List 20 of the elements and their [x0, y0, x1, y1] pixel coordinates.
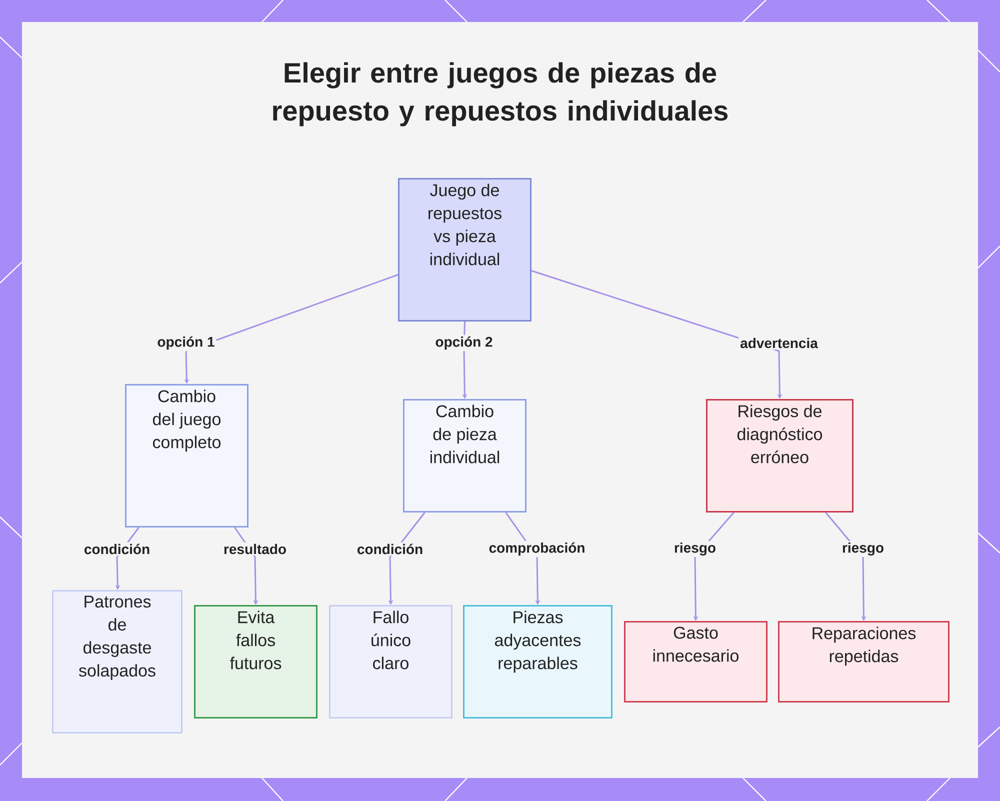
process-box: Riesgos de diagnóstico erróneo [706, 399, 854, 512]
edge-label: condición [82, 542, 152, 556]
process-box: Evita fallos futuros [194, 605, 318, 718]
process-box: Fallo único claro [329, 605, 452, 718]
edge-label: resultado [222, 542, 288, 556]
process-box: Reparaciones repetidas [778, 621, 950, 702]
process-box: Patrones de desgaste solapados [52, 590, 182, 734]
process-box: Juego de repuestos vs pieza individual [398, 178, 532, 322]
edge-label: riesgo [672, 540, 718, 558]
edge-label: advertencia [738, 336, 820, 350]
process-box: Piezas adyacentes reparables [463, 605, 612, 718]
edge-label: condición [355, 542, 425, 556]
edge-label: riesgo [840, 540, 886, 558]
process-box: Cambio del juego completo [125, 384, 248, 528]
edge-label: opción 1 [156, 334, 216, 352]
process-box: Gasto innecesario [624, 621, 768, 702]
edge-label: comprobación [487, 540, 587, 558]
edge-label: opción 2 [434, 334, 494, 352]
process-box: Cambio de pieza individual [403, 399, 526, 512]
title: Elegir entre juegos de piezas de repuesto y repuestos individuales [273, 62, 728, 126]
